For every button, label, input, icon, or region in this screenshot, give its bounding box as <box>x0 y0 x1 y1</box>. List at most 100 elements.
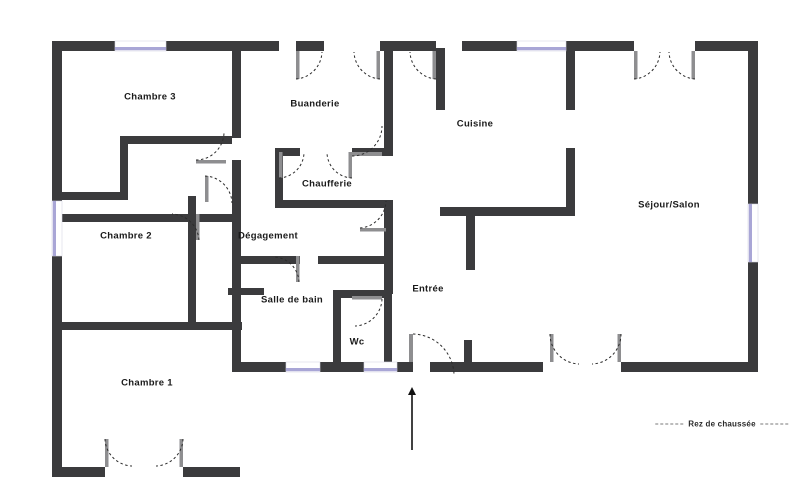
door-arc-door-bed3-to-hall <box>195 132 225 161</box>
window-win-bot-wc <box>363 361 398 373</box>
wall-int-v-entree-left <box>384 204 393 294</box>
door-arc-door-sejour-top-right <box>668 51 696 80</box>
wall-ext-bottom-mid-a <box>240 362 286 372</box>
door-arc-door-hall-to-buand <box>351 125 383 157</box>
wall-ext-bottom-mid-b <box>320 362 364 372</box>
room-label-sejour-salon: Séjour/Salon <box>638 199 700 211</box>
door-leaf-door-sdb <box>296 256 300 282</box>
door-door-bed1-bot-right <box>155 438 184 467</box>
door-leaf-door-sejour-top-right <box>691 51 695 79</box>
wall-ext-bottom-right <box>621 362 758 372</box>
wall-int-v-kitchen-col <box>566 148 575 208</box>
wall-ext-bottom-left-a <box>52 467 105 477</box>
door-leaf-door-buanderie-top-left <box>296 51 300 79</box>
wall-int-v-hall-left <box>232 160 241 260</box>
door-door-hall-up <box>204 175 233 204</box>
wall-ext-bottom-mid-d <box>430 362 543 372</box>
wall-int-v-cuis-right <box>566 48 575 110</box>
door-arc-door-cuisine-top-left <box>409 51 437 80</box>
window-win-top-cuisine <box>516 40 567 52</box>
door-door-bed2-to-hall <box>171 213 200 241</box>
door-leaf-door-cuisine-top-left <box>432 51 436 79</box>
door-arc-door-wc <box>354 298 383 327</box>
door-leaf-door-hall-to-buand <box>352 152 382 156</box>
door-arc-door-entree-up <box>359 200 387 229</box>
door-door-entree-main <box>409 333 455 375</box>
wall-int-v-cuis-left <box>436 48 445 110</box>
door-leaf-door-bed1-bot-left <box>105 439 109 467</box>
walls-layer <box>52 41 758 477</box>
wall-int-h-bed1-top2 <box>196 322 242 330</box>
wall-int-h-chauff-top <box>275 148 300 156</box>
wall-int-v-bed3-right <box>232 41 241 138</box>
room-label-degagement: Dégagement <box>237 230 299 242</box>
door-leaf-door-bed1-bot-right <box>179 439 183 467</box>
wall-int-h-kitchen-bar <box>440 207 575 216</box>
window-band-win-top-cuisine <box>517 47 566 51</box>
door-door-sejour-top-left <box>633 51 661 80</box>
window-win-right-sejour <box>747 203 759 263</box>
door-arc-door-bed1-bot-left <box>104 438 133 467</box>
wall-int-h-wc-top <box>333 290 392 298</box>
door-arc-door-bed2-to-hall <box>171 213 200 241</box>
door-door-hall-to-buand <box>351 125 383 157</box>
wall-int-h-deg-top <box>275 200 393 208</box>
window-band-win-right-sejour <box>748 204 752 262</box>
wall-int-v-sdb-right <box>333 290 341 368</box>
wall-ext-left-upper <box>52 41 62 201</box>
door-leaf-door-chauff-left <box>279 152 283 178</box>
door-door-sejour-bot-left <box>549 333 580 365</box>
legend-dash-right <box>760 423 789 425</box>
wall-ext-bottom-mid-c <box>397 362 413 372</box>
window-band-win-top-bed3 <box>115 47 166 51</box>
door-door-bed1-bot-left <box>104 438 133 467</box>
room-label-chambre-2: Chambre 2 <box>100 230 152 242</box>
door-door-sejour-top-right <box>668 51 696 80</box>
legend-dash-left <box>655 423 684 425</box>
wall-ext-top-mid-c <box>462 41 517 51</box>
room-label-chauffeerie: Chaufferie <box>302 178 352 190</box>
window-win-left-bed2 <box>51 200 63 257</box>
door-leaf-door-entree-main <box>409 334 413 362</box>
wall-ext-top-left-a <box>52 41 115 51</box>
doors-layer <box>104 51 696 467</box>
room-label-salle-de-bain: Salle de bain <box>261 294 323 306</box>
room-label-buanderie: Buanderie <box>290 98 340 110</box>
room-label-entree: Entrée <box>412 283 444 295</box>
entry-direction-arrow <box>408 387 416 450</box>
wall-ext-left-lower <box>52 256 62 477</box>
door-door-cuisine-top-left <box>409 51 437 80</box>
room-label-chambre-1: Chambre 1 <box>121 377 173 389</box>
door-arc-door-entree-main <box>412 333 455 375</box>
wall-int-h-sdb-top2 <box>318 256 392 264</box>
legend-rez-de-chaussee: Rez de chaussée <box>655 419 789 429</box>
door-leaf-door-wc <box>352 296 382 300</box>
door-leaf-door-sejour-bot-left <box>550 334 554 362</box>
door-door-chauff-right <box>326 152 353 179</box>
wall-int-v-corridor <box>232 256 241 372</box>
room-label-chambre-3: Chambre 3 <box>124 91 176 103</box>
window-band-win-left-bed2 <box>52 201 56 256</box>
door-arc-door-sejour-bot-right <box>591 333 622 365</box>
wall-int-v-wc-right <box>384 290 392 368</box>
window-win-bot-sdb <box>285 361 321 373</box>
legend-label: Rez de chaussée <box>688 419 756 429</box>
door-arc-door-sejour-top-left <box>633 51 661 80</box>
door-leaf-door-entree-up <box>360 228 386 232</box>
door-leaf-door-bed2-to-hall <box>196 214 200 240</box>
door-leaf-door-hall-up <box>205 176 209 202</box>
door-door-bed3-to-hall <box>195 132 226 164</box>
door-arc-door-bed1-bot-right <box>155 438 184 467</box>
door-arc-door-sejour-bot-left <box>549 333 580 365</box>
door-leaf-door-buanderie-top-right <box>376 51 380 79</box>
window-win-top-bed3 <box>114 40 167 52</box>
door-arc-door-chauff-right <box>326 152 353 179</box>
room-label-cuisine: Cuisine <box>456 118 494 130</box>
window-band-win-bot-sdb <box>286 368 320 372</box>
door-door-sdb <box>273 256 300 283</box>
door-arc-door-hall-up <box>204 175 233 204</box>
wall-int-v-entree-stub <box>464 340 472 364</box>
wall-ext-top-right-b <box>695 41 758 51</box>
wall-int-v-kitchen-bar <box>466 207 475 270</box>
